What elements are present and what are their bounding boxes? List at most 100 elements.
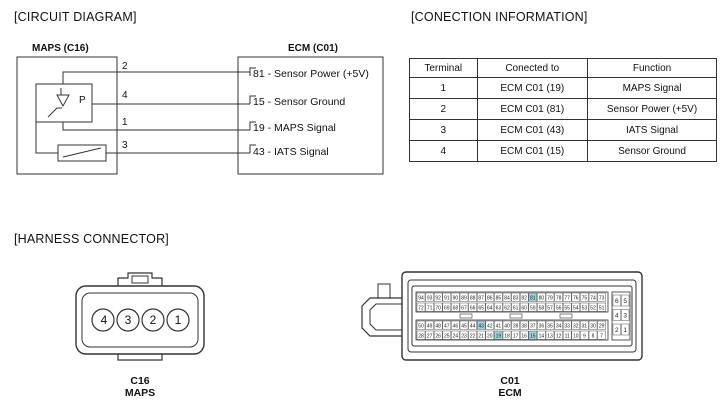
c01-pin-cell [537,302,546,312]
c01-pin-number: 11 [565,333,570,339]
c01-pin-cell [519,320,529,330]
c01-pin-number: 35 [547,323,553,329]
c01-pin-number: 37 [530,323,536,329]
c01-pin-cell [416,330,426,340]
c01-pin-cell [537,320,546,330]
harness-connector-heading: [HARNESS CONNECTOR] [14,232,169,246]
table-row: 1 ECM C01 (19) MAPS Signal [409,77,717,99]
pressure-symbol-label: P [79,95,86,106]
c01-pin-number: 12 [556,333,562,339]
c01-pin-cell [416,302,426,312]
c01-pin-cell [511,330,520,340]
table-cell: IATS Signal [587,119,717,141]
c01-pin-cell [494,320,503,330]
c01-pin-number: 48 [435,323,441,329]
c01-pin-cell [459,330,469,340]
c01-pin-cell [571,302,581,312]
table-row: 2 ECM C01 (81) Sensor Power (+5V) [409,98,717,120]
c01-pin-number: 61 [513,305,519,311]
c01-pin-cell [528,330,538,340]
thermistor-symbol [57,144,107,162]
c01-pin-number: 22 [470,333,476,339]
c16-pin [116,308,140,332]
c01-pin-number: 63 [496,305,502,311]
c01-pin-cell [433,330,443,340]
table-cell: MAPS Signal [587,77,717,99]
c01-pin-cell [554,320,563,330]
c01-pin-cell [511,320,520,330]
c01-pin-number: 55 [564,305,570,311]
c01-pin-number: 8 [592,333,595,339]
c01-pin-cell [494,292,503,302]
c01-pin-number: 14 [539,333,545,339]
c01-pin-cell [425,330,434,340]
sensor-box [16,56,118,175]
c01-pin-cell [433,302,443,312]
c01-pin-cell [442,302,452,312]
ecm-terminal-label: 19 - MAPS Signal [253,122,336,134]
c01-pin-number: 20 [487,333,493,339]
c01-pin-number: 86 [487,295,493,301]
table-row: 3 ECM C01 (43) IATS Signal [409,119,717,141]
sensor-pin-number: 4 [122,90,128,101]
c01-pin-cell [588,302,598,312]
c01-pin-cell [485,292,495,302]
c01-pin-number: 58 [539,305,545,311]
pressure-sensor-symbol [35,83,93,123]
c01-pin-cell [545,330,555,340]
c01-pin-number: 23 [461,333,467,339]
c01-caption-code: C01 [500,375,520,387]
c01-pin-number: 79 [547,295,553,301]
c01-pin-number: 26 [435,333,441,339]
c01-pin-cell [485,330,495,340]
c16-pin-label: 4 [100,313,108,327]
table-cell: ECM C01 (15) [476,140,589,162]
c16-pin-label: 1 [174,313,182,327]
sensor-pin-number: 3 [122,140,128,151]
c01-pin-number: 51 [599,305,605,311]
c01-pin-number: 78 [556,295,562,301]
c01-pin-cell [502,320,512,330]
c01-pin-cell [597,292,606,302]
c01-pin-number: 74 [590,295,596,301]
c01-pin-number: 25 [444,333,450,339]
c01-pin-cell [416,320,426,330]
c16-caption-code: C16 [130,375,150,387]
c01-pin-number: 50 [418,323,424,329]
c01-side-pin-cell [621,309,630,321]
c01-pin-cell [502,292,512,302]
c01-pin-number: 16 [521,333,527,339]
c01-pin-number: 42 [487,323,493,329]
c01-side-pin-cell [612,309,621,321]
c01-pin-cell [459,320,469,330]
c01-side-pin-number: 4 [615,313,619,320]
c01-pin-number: 87 [478,295,484,301]
sensor-title: MAPS (C16) [32,43,89,54]
sensor-pin-number: 1 [122,117,128,128]
c01-pin-number: 73 [599,295,605,301]
c01-pin-number: 92 [435,295,441,301]
c01-pin-cell [580,320,589,330]
c01-pin-cell [597,302,606,312]
c01-side-pin-cell [621,323,630,336]
c01-pin-cell [433,292,443,302]
c01-pin-cell [519,292,529,302]
c01-pin-cell [554,302,563,312]
c01-pin-number: 53 [582,305,588,311]
c01-pin-number: 49 [427,323,433,329]
table-cell: Sensor Ground [587,140,717,162]
column-header: Function [587,58,717,78]
table-row: 4 ECM C01 (15) Sensor Ground [409,140,717,162]
c01-pin-cell [562,302,572,312]
c01-pin-cell [545,292,555,302]
c01-pin-cell [468,330,477,340]
table-cell: ECM C01 (43) [476,119,589,141]
connection-table: Terminal Conected to Function 1 ECM C01 … [409,58,717,162]
c16-pin-label: 2 [149,313,157,327]
c01-pin-number: 45 [461,323,467,329]
c01-pin-number: 52 [590,305,596,311]
c01-pin-number: 67 [461,305,467,311]
c01-side-pin-number: 5 [623,298,627,305]
c01-pin-number: 44 [470,323,476,329]
